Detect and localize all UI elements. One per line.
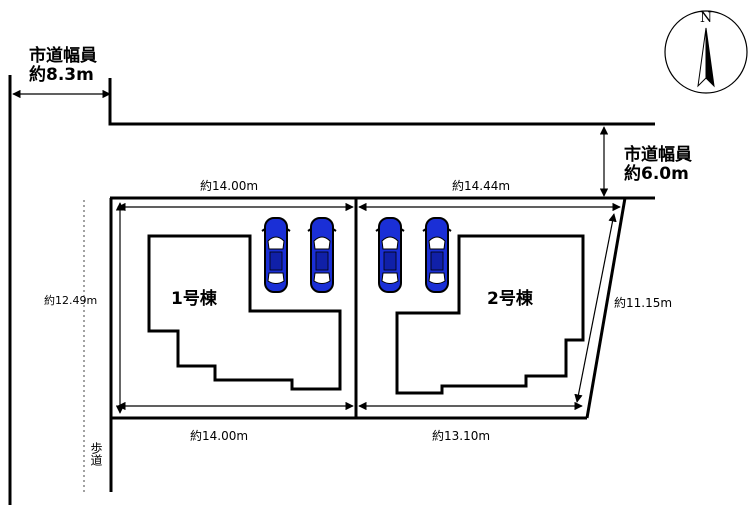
house-1-label: 1号棟: [171, 289, 217, 309]
car-icon: [261, 217, 291, 293]
west-road-label: 市道幅員 約8.3m: [29, 47, 97, 85]
house-2-label: 2号棟: [487, 289, 533, 309]
north-road-label: 市道幅員 約6.0m: [624, 146, 692, 184]
house-2-footprint: [395, 234, 585, 395]
car-icon: [307, 217, 337, 293]
west-road-label-line2: 約8.3m: [29, 65, 94, 85]
north-road-label-line1: 市道幅員: [624, 145, 692, 165]
compass-north-label: N: [700, 10, 713, 26]
north-road-boundary: [108, 78, 655, 126]
compass-icon: [664, 10, 748, 94]
lot1-bottom-dimension: 約14.00m: [190, 429, 249, 443]
right-depth-dimension: 約11.15m: [614, 296, 673, 310]
right-depth-dim-arrow: [574, 213, 617, 403]
lot1-top-dimension: 約14.00m: [200, 179, 259, 193]
north-road-label-line2: 約6.0m: [624, 164, 689, 184]
house-1-footprint: [147, 234, 342, 391]
west-road-label-line1: 市道幅員: [29, 46, 97, 66]
sidewalk-label: 歩道: [88, 442, 103, 470]
car-icon: [422, 217, 452, 293]
lot2-bottom-dimension: 約13.10m: [432, 429, 491, 443]
sidewalk-label-text: 歩道: [89, 442, 103, 466]
car-icon: [375, 217, 405, 293]
lot2-top-dimension: 約14.44m: [452, 179, 511, 193]
left-depth-dimension: 約12.49m: [44, 294, 98, 307]
